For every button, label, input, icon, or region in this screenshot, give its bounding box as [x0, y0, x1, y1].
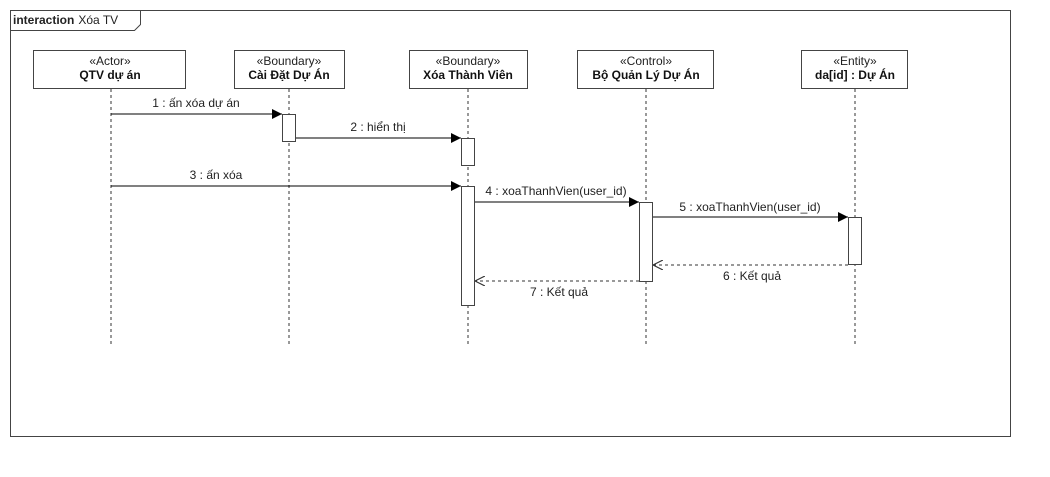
participant-stereotype: «Control» — [620, 54, 672, 68]
participant-du-an[interactable]: «Entity» da[id] : Dự Án — [801, 50, 908, 89]
message-3[interactable]: 3 : ấn xóa — [111, 168, 461, 191]
activation-xoa-tv-2 — [461, 186, 475, 306]
interaction-frame: interaction Xóa TV — [10, 10, 1011, 437]
participant-stereotype: «Actor» — [89, 54, 131, 68]
activations — [282, 114, 862, 306]
activation-bo-quan-ly — [639, 202, 653, 282]
participant-cai-dat[interactable]: «Boundary» Cài Đặt Dự Án — [234, 50, 345, 89]
participant-name: Xóa Thành Viên — [423, 68, 513, 82]
participant-name: da[id] : Dự Án — [815, 67, 895, 82]
message-label: 6 : Kết quả — [723, 269, 781, 283]
participant-stereotype: «Boundary» — [257, 54, 322, 68]
message-6[interactable]: 6 : Kết quả — [653, 265, 848, 283]
participant-name: QTV dự án — [79, 68, 140, 82]
activation-du-an — [848, 217, 862, 265]
frame-title: interaction Xóa TV — [13, 13, 118, 27]
participant-name: Bộ Quản Lý Dự Án — [592, 67, 699, 82]
activation-xoa-tv-1 — [461, 138, 475, 166]
frame-keyword: interaction — [13, 13, 74, 27]
participant-stereotype: «Entity» — [833, 54, 877, 68]
message-label: 2 : hiển thị — [350, 120, 405, 134]
activation-cai-dat — [282, 114, 296, 142]
message-label: 3 : ấn xóa — [190, 168, 243, 182]
message-label: 5 : xoaThanhVien(user_id) — [679, 200, 820, 214]
message-2[interactable]: 2 : hiển thị — [296, 120, 461, 143]
participant-name: Cài Đặt Dự Án — [248, 67, 329, 82]
frame-name: Xóa TV — [78, 13, 118, 27]
participant-bo-quan-ly[interactable]: «Control» Bộ Quản Lý Dự Án — [577, 50, 714, 89]
message-label: 4 : xoaThanhVien(user_id) — [485, 184, 626, 198]
message-label: 7 : Kết quả — [530, 285, 588, 299]
message-1[interactable]: 1 : ấn xóa dự án — [111, 96, 282, 119]
message-7[interactable]: 7 : Kết quả — [475, 281, 639, 299]
participant-qtv[interactable]: «Actor» QTV dự án — [33, 50, 186, 89]
participant-stereotype: «Boundary» — [436, 54, 501, 68]
frame-border — [10, 10, 1011, 437]
message-4[interactable]: 4 : xoaThanhVien(user_id) — [475, 184, 639, 207]
message-5[interactable]: 5 : xoaThanhVien(user_id) — [653, 200, 848, 222]
participant-xoa-tv[interactable]: «Boundary» Xóa Thành Viên — [409, 50, 528, 89]
frame-tab — [10, 10, 141, 31]
message-label: 1 : ấn xóa dự án — [152, 96, 239, 110]
